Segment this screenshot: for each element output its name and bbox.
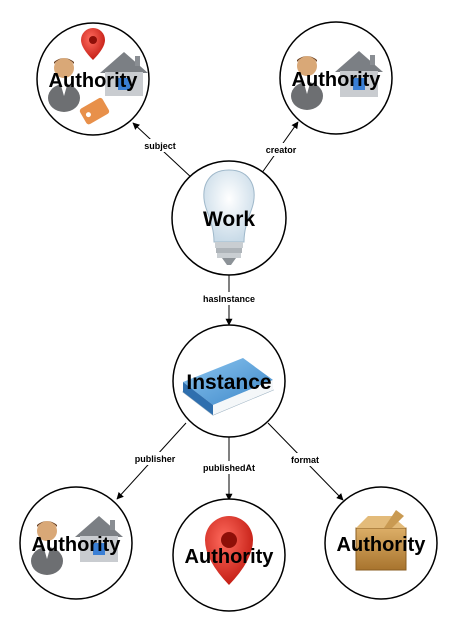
node-work: Work <box>171 160 287 276</box>
house-icon <box>75 516 123 562</box>
node-authority-publisher: Authority <box>19 486 133 600</box>
edge-publisher: publisher <box>116 422 187 500</box>
edge-creator: creator <box>258 121 302 178</box>
edge-hasInstance: hasInstance <box>196 275 262 326</box>
lightbulb-icon <box>203 169 255 265</box>
edge-label-subject: subject <box>144 141 176 151</box>
edge-publishedAt: publishedAt <box>195 437 263 501</box>
node-label: Instance <box>186 371 271 394</box>
edge-label-publishedAt: publishedAt <box>203 463 255 473</box>
person-icon <box>291 56 323 110</box>
node-label: Work <box>203 208 255 231</box>
edge-label-format: format <box>291 455 319 465</box>
edge-subject: subject <box>132 122 194 180</box>
map-pin-icon <box>205 516 253 585</box>
person-icon <box>48 58 80 112</box>
node-label: Authority <box>49 70 139 92</box>
tag-icon <box>79 97 110 125</box>
node-label: Authority <box>292 69 382 91</box>
edge-label-creator: creator <box>266 145 297 155</box>
map-pin-icon <box>81 28 105 60</box>
house-icon <box>335 51 383 97</box>
edge-label-hasInstance: hasInstance <box>203 294 255 304</box>
node-authority-format: Authority <box>324 486 438 600</box>
node-instance: Instance <box>172 324 286 438</box>
house-icon <box>100 52 148 96</box>
node-authority-subject: Authority <box>36 22 150 136</box>
node-label: Authority <box>337 534 427 556</box>
node-authority-publishedAt: Authority <box>172 498 286 612</box>
node-label: Authority <box>32 534 122 556</box>
edge-label-publisher: publisher <box>135 454 176 464</box>
node-label: Authority <box>185 546 275 568</box>
edge-format: format <box>267 422 344 501</box>
book-icon <box>181 358 275 416</box>
box-icon <box>355 510 407 571</box>
node-authority-creator: Authority <box>279 21 393 135</box>
person-icon <box>31 521 63 575</box>
